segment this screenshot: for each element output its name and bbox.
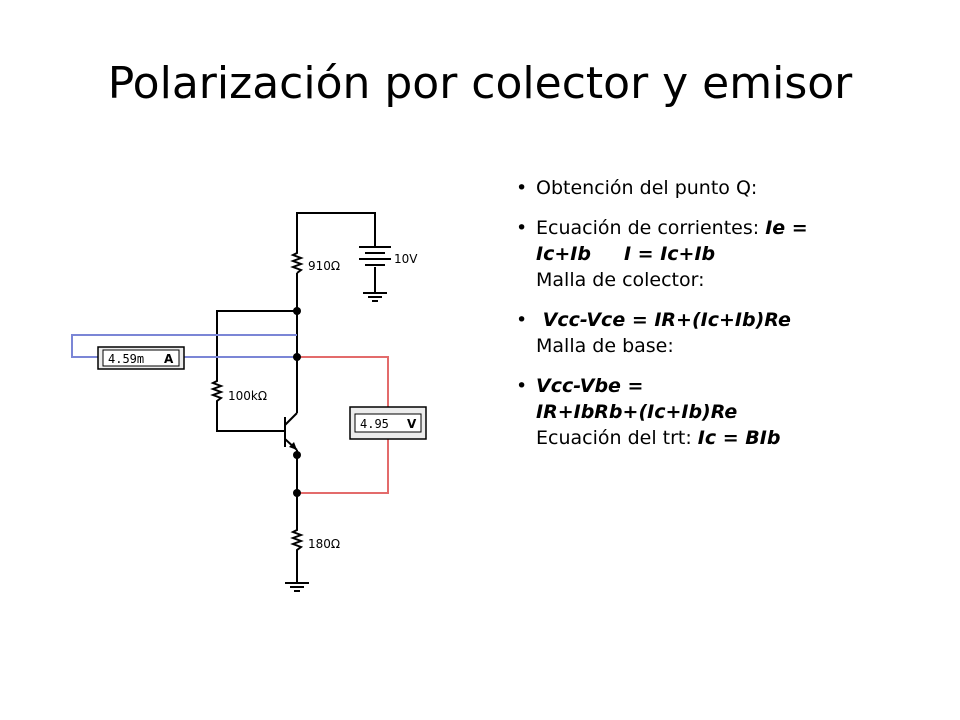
bullet-text: Obtención del punto Q:	[536, 177, 758, 199]
resistor-180	[290, 527, 304, 552]
voltmeter-reading: 4.95	[360, 417, 389, 431]
equation: Vcc-Vbe =	[536, 375, 644, 397]
battery-ground-icon	[363, 292, 387, 302]
bullet-list: Obtención del punto Q: Ecuación de corri…	[516, 175, 898, 465]
voltmeter: 4.95 V	[349, 406, 427, 440]
equation: Vcc-Vce = IR+(Ic+Ib)Re	[536, 309, 791, 331]
resistor-100k	[210, 378, 224, 403]
ammeter-reading: 4.59m	[108, 352, 144, 366]
label-100k: 100kΩ	[228, 389, 267, 403]
bullet-text: Ecuación de corrientes:	[536, 217, 766, 239]
bullet-item: Obtención del punto Q:	[516, 175, 898, 201]
emitter-ground-icon	[285, 582, 309, 592]
ammeter-unit: A	[164, 352, 174, 366]
circuit-nodes	[293, 307, 301, 497]
slide-title: Polarización por colector y emisor	[107, 58, 853, 109]
bullet-text: Malla de colector:	[536, 269, 705, 291]
label-910: 910Ω	[308, 259, 340, 273]
bullet-text: Ecuación del trt:	[536, 427, 698, 449]
circuit-wires	[216, 212, 376, 583]
battery	[359, 246, 391, 266]
label-180: 180Ω	[308, 537, 340, 551]
bullet-item: Vcc-Vce = IR+(Ic+Ib)Re Malla de base:	[516, 307, 898, 359]
ammeter: 4.59m A	[97, 346, 185, 370]
equation: Ic+Ib I = Ic+Ib	[536, 243, 716, 265]
resistor-910	[290, 250, 304, 274]
transistor-icon	[284, 412, 298, 451]
bullet-item: Vcc-Vbe = IR+IbRb+(Ic+Ib)Re Ecuación del…	[516, 373, 898, 451]
label-10v: 10V	[394, 252, 418, 266]
bullet-item: Ecuación de corrientes: Ie = Ic+Ib I = I…	[516, 215, 898, 293]
equation: Ie =	[765, 217, 808, 239]
ammeter-wires	[71, 334, 297, 358]
bullet-text: Malla de base:	[536, 335, 674, 357]
equation: IR+IbRb+(Ic+Ib)Re	[536, 401, 738, 423]
voltmeter-wires	[297, 356, 389, 494]
equation: Ic = BIb	[697, 427, 781, 449]
voltmeter-unit: V	[407, 417, 417, 431]
circuit-diagram: 910Ω 10V 100kΩ 180Ω	[71, 212, 427, 592]
